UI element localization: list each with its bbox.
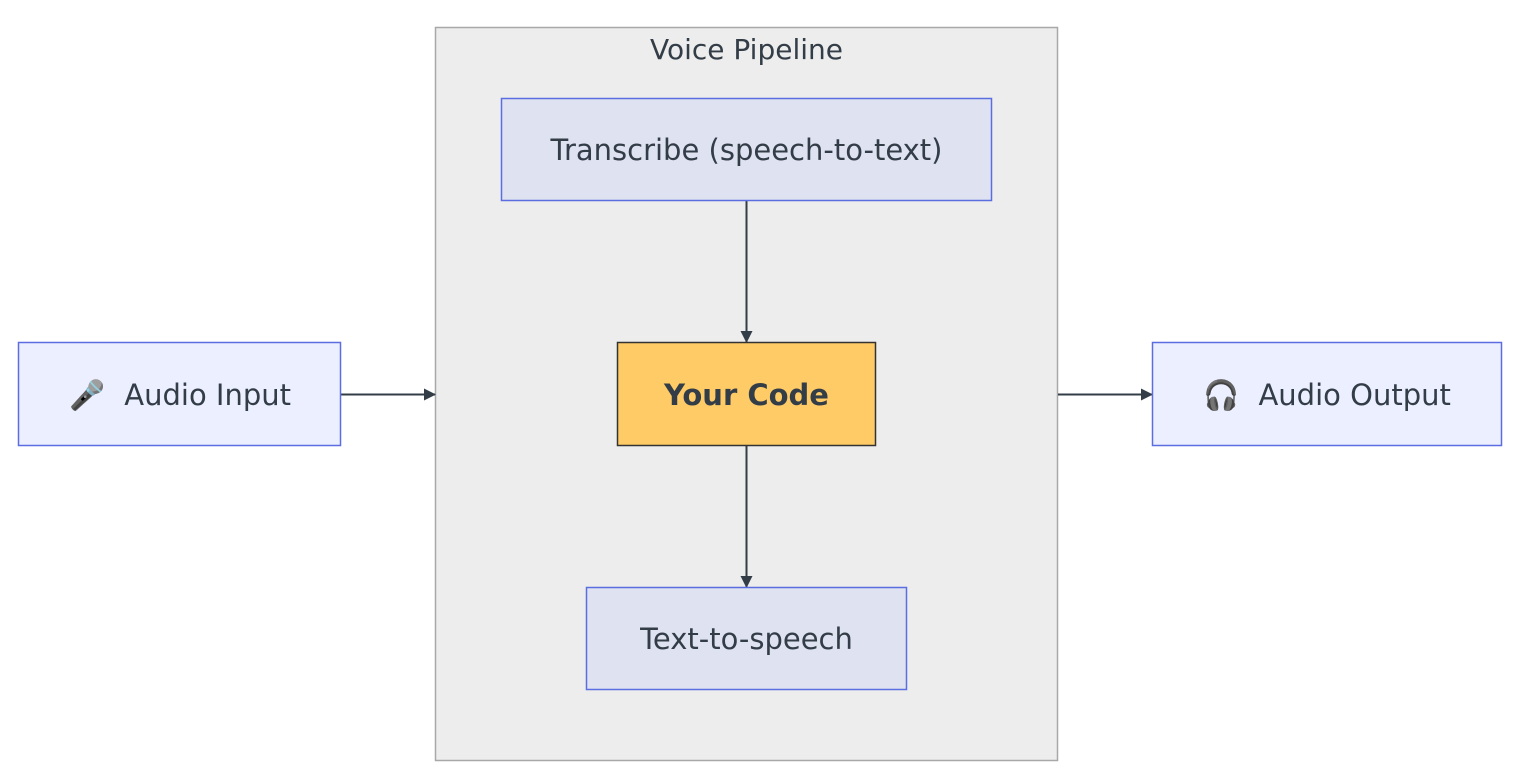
audio-output-node[interactable]: 🎧 Audio Output xyxy=(1151,341,1503,447)
transcribe-node[interactable]: Transcribe (speech-to-text) xyxy=(500,97,993,202)
headphones-icon: 🎧 xyxy=(1203,378,1239,412)
audio-output-box xyxy=(1151,341,1503,447)
audio-input-label: Audio Input xyxy=(124,378,291,412)
audio-input-text: 🎤 Audio Input xyxy=(69,377,291,412)
tts-node[interactable]: Text-to-speech xyxy=(585,586,908,691)
audio-input-box xyxy=(17,341,342,447)
edges xyxy=(341,201,1153,588)
your-code-label: Your Code xyxy=(663,378,829,412)
transcribe-box xyxy=(500,97,993,202)
your-code-box xyxy=(616,341,877,447)
tts-box xyxy=(585,586,908,691)
voice-pipeline-title: Voice Pipeline xyxy=(650,33,843,66)
microphone-icon: 🎤 xyxy=(69,377,105,412)
audio-output-text: 🎧 Audio Output xyxy=(1203,378,1451,412)
tts-label: Text-to-speech xyxy=(639,622,853,656)
audio-input-node[interactable]: 🎤 Audio Input xyxy=(17,341,342,447)
your-code-node[interactable]: Your Code xyxy=(616,341,877,447)
audio-output-label: Audio Output xyxy=(1258,378,1450,412)
transcribe-label: Transcribe (speech-to-text) xyxy=(550,133,943,167)
